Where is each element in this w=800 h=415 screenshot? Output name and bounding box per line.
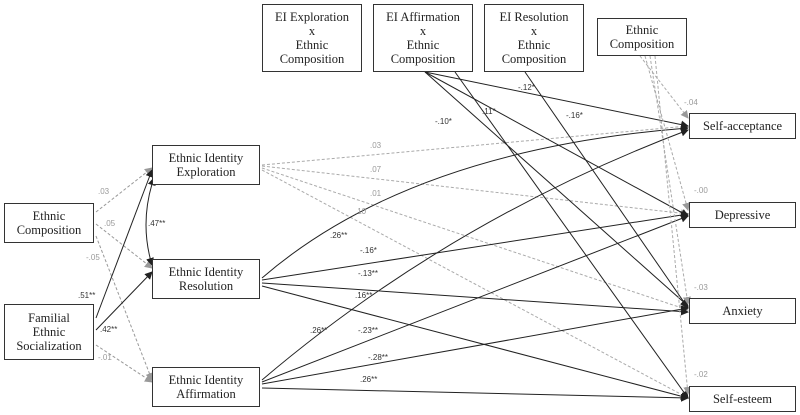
coef-ec-aff: -.05 bbox=[86, 253, 100, 262]
coef-fes-aff: -.01 bbox=[98, 353, 112, 362]
path-res-depressive bbox=[261, 211, 689, 281]
path-affx-selfacceptance bbox=[424, 71, 689, 129]
coef-res-se: .16** bbox=[355, 291, 372, 300]
node-ethnic-identity-affirmation: Ethnic Identity Affirmation bbox=[152, 367, 260, 407]
coef-affx-anx: -.10* bbox=[435, 117, 452, 126]
coef-fes-res: .42** bbox=[100, 325, 117, 334]
node-depressive: Depressive bbox=[689, 202, 796, 228]
path-aff-selfesteem bbox=[261, 387, 689, 402]
path-expl-selfesteem bbox=[261, 169, 689, 399]
path-fes-affirmation bbox=[95, 344, 153, 383]
coef-res-sa: .26** bbox=[330, 231, 347, 240]
path-ect-selfacceptance bbox=[639, 55, 689, 119]
coef-resx: .11* bbox=[482, 107, 496, 116]
node-ethnic-identity-exploration: Ethnic Identity Exploration bbox=[152, 145, 260, 185]
node-familial-ethnic-socialization: Familial Ethnic Socialization bbox=[4, 304, 94, 360]
path-affx-anxiety bbox=[424, 71, 689, 307]
path-fes-exploration bbox=[95, 169, 154, 319]
coef-expl-dep: .07 bbox=[370, 165, 382, 174]
coef-ec-expl: .03 bbox=[98, 187, 110, 196]
path-aff-depressive bbox=[261, 214, 689, 383]
path-ect-depressive bbox=[644, 55, 690, 211]
path-ect-anxiety bbox=[649, 55, 691, 305]
coef-expl-anx: .01 bbox=[370, 189, 382, 198]
coef-res-dep: -.16* bbox=[360, 246, 377, 255]
coef-fes-expl: .51** bbox=[78, 291, 95, 300]
path-res-selfesteem bbox=[261, 285, 689, 401]
path-resx-anxiety bbox=[524, 71, 689, 309]
path-aff-anxiety bbox=[261, 305, 689, 385]
path-ec-affirmation bbox=[95, 235, 154, 381]
coef-expl-sa: .03 bbox=[370, 141, 382, 150]
path-fes-resolution bbox=[95, 271, 153, 331]
path-expl-depressive bbox=[261, 165, 689, 218]
path-expl-res-covariance bbox=[145, 177, 156, 266]
coef-ect-anx: -.03 bbox=[694, 283, 708, 292]
node-ethnic-identity-resolution: Ethnic Identity Resolution bbox=[152, 259, 260, 299]
node-anxiety: Anxiety bbox=[689, 298, 796, 324]
node-self-acceptance: Self-acceptance bbox=[689, 113, 796, 139]
coef-affx-sa: -.12* bbox=[518, 83, 535, 92]
path-ec-resolution bbox=[95, 223, 153, 269]
node-ei-affirmation-x-composition: EI Affirmation x Ethnic Composition bbox=[373, 4, 473, 72]
coef-aff-anx: -.28** bbox=[368, 353, 388, 362]
node-ethnic-composition-top: Ethnic Composition bbox=[597, 18, 687, 56]
coef-ect-se: -.02 bbox=[694, 370, 708, 379]
path-ec-exploration bbox=[95, 167, 153, 213]
node-ei-resolution-x-composition: EI Resolution x Ethnic Composition bbox=[484, 4, 584, 72]
coef-expl-se: .10 bbox=[355, 207, 367, 216]
path-expl-anxiety bbox=[261, 167, 689, 312]
path-ect-selfesteem bbox=[654, 55, 692, 395]
node-ethnic-composition-left: Ethnic Composition bbox=[4, 203, 94, 243]
path-affx-selfesteem bbox=[454, 71, 689, 399]
path-aff-selfacceptance bbox=[261, 128, 689, 381]
node-self-esteem: Self-esteem bbox=[689, 386, 796, 412]
coef-aff-sa: .26** bbox=[310, 326, 327, 335]
coef-ect-dep: -.00 bbox=[694, 186, 708, 195]
path-affx-depressive bbox=[424, 71, 689, 217]
coef-aff-dep: -.23** bbox=[358, 326, 378, 335]
coef-expl-res: .47** bbox=[148, 219, 165, 228]
coef-affx-dep: -.16* bbox=[566, 111, 583, 120]
coef-res-anx: -.13** bbox=[358, 269, 378, 278]
coef-ec-res: .05 bbox=[104, 219, 116, 228]
path-res-anxiety bbox=[261, 282, 689, 316]
coef-ect-sa: -.04 bbox=[684, 98, 698, 107]
coef-aff-se: .26** bbox=[360, 375, 377, 384]
node-ei-exploration-x-composition: EI Exploration x Ethnic Composition bbox=[262, 4, 362, 72]
path-expl-selfacceptance bbox=[261, 122, 689, 166]
path-res-selfacceptance bbox=[261, 124, 689, 279]
